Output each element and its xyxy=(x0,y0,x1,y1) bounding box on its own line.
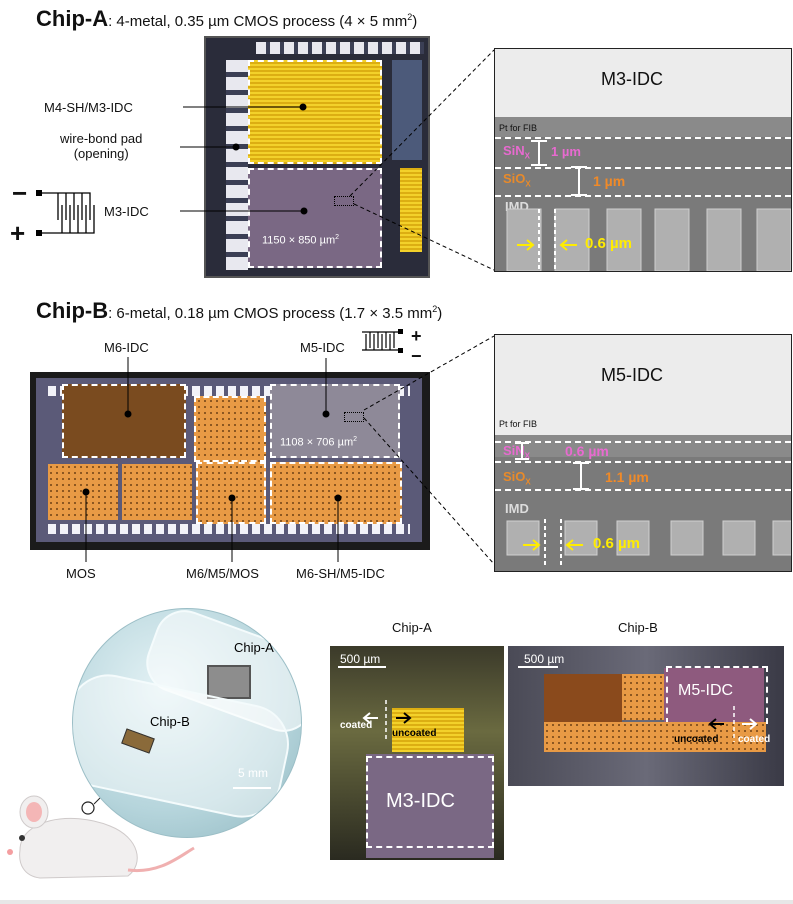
chip-b-pad-block-3 xyxy=(122,464,192,520)
chip-a-heading: Chip-A: 4-metal, 0.35 µm CMOS process (4… xyxy=(36,6,417,32)
chip-a-heading-sup: 2 xyxy=(407,12,413,22)
chip-a-fib-site xyxy=(334,196,354,206)
panel-b-coated: coated xyxy=(738,734,771,745)
chip-a-name: Chip-A xyxy=(36,6,109,31)
chip-b-label-m6m5mos: M6/M5/MOS xyxy=(186,566,259,581)
chip-a-sem-sinx: SiNX xyxy=(503,143,531,161)
mouse-illustration xyxy=(7,779,195,879)
panel-b-title: Chip-B xyxy=(618,620,658,635)
panel-a-coated: coated xyxy=(340,720,373,731)
panel-a-arrows xyxy=(362,700,412,740)
chip-a-m4-shield xyxy=(248,60,382,164)
photo-scale-label: 5 mm xyxy=(238,766,268,780)
chip-a-side-strip xyxy=(400,168,422,252)
implant-photo xyxy=(72,608,302,838)
chip-a-plus: + xyxy=(10,218,26,248)
panel-a-idc-area xyxy=(366,754,494,858)
chip-a-sem-width: 0.6 µm xyxy=(585,235,632,252)
chip-a-pad-column xyxy=(226,60,248,270)
scale-bar xyxy=(233,787,271,789)
chip-b-m5-idc-area xyxy=(270,384,400,458)
chip-a-area-text: 1150 × 850 µm2 xyxy=(262,234,340,247)
panel-b-uncoated: uncoated xyxy=(674,734,719,745)
chip-a-die-photo: 1150 × 850 µm2 xyxy=(204,36,430,278)
chip-a-label-m4sh: M4-SH/M3-IDC xyxy=(44,100,133,115)
chip-b-label-mos: MOS xyxy=(66,566,96,581)
chip-b-sem-title: M5-IDC xyxy=(601,365,663,385)
photo-label-chip-b: Chip-B xyxy=(150,714,190,729)
chip-a-label-pad: wire-bond pad(opening) xyxy=(60,131,143,161)
chip-b-sem-image: M5-IDC Pt for FIB SiNX SiOX IMD M5 0.6 µ… xyxy=(494,334,792,572)
panel-b-scale: 500 µm xyxy=(524,652,565,666)
chip-b-heading-text: : 6-metal, 0.18 µm CMOS process (1.7 × 3… xyxy=(108,305,433,322)
chip-b-die-photo: 1108 × 706 µm2 xyxy=(30,372,430,550)
panel-b-idc-area xyxy=(664,668,764,722)
chip-a-pad-row xyxy=(256,42,424,54)
chip-b-heading: Chip-B: 6-metal, 0.18 µm CMOS process (1… xyxy=(36,298,442,324)
chip-b-plus: + xyxy=(411,326,422,346)
panel-a-title: Chip-A xyxy=(392,620,432,635)
chip-b-pad-block-4 xyxy=(196,462,266,524)
chip-b-pad-block-1 xyxy=(194,396,266,462)
chip-b-sem-siox: SiOX xyxy=(503,469,531,487)
chip-a-heading-text: : 4-metal, 0.35 µm CMOS process (4 × 5 m… xyxy=(108,13,408,30)
chip-b-sem-sinx: SiNX xyxy=(503,443,531,461)
chip-a-right-block xyxy=(392,60,422,160)
chip-a-leaders xyxy=(36,49,495,271)
chip-b-area-text: 1108 × 706 µm2 xyxy=(280,436,358,449)
chip-a-sem-t1: 1 µm xyxy=(551,144,581,159)
chip-b-label-m6: M6-IDC xyxy=(104,340,149,355)
chip-a-sem-siox: SiOX xyxy=(503,171,531,189)
chip-a-heading-end: ) xyxy=(412,13,418,30)
chip-b-sem-t2: 1.1 µm xyxy=(605,469,649,485)
panel-a-scale: 500 µm xyxy=(340,652,381,666)
chip-b-heading-end: ) xyxy=(437,305,443,322)
chip-b-leaders xyxy=(82,329,495,565)
chip-b-minus: − xyxy=(411,346,422,366)
chip-b-m6-shield xyxy=(270,462,402,524)
chip-b-m6-idc-area xyxy=(62,384,186,458)
chip-b-fib-site xyxy=(344,412,364,422)
chip-a-sem-pt: Pt for FIB xyxy=(499,123,538,133)
chip-a-sem-title: M3-IDC xyxy=(601,69,663,89)
chip-b-sem-t1: 0.6 µm xyxy=(565,443,609,459)
chip-b-sem-imd: IMD xyxy=(505,501,529,516)
chip-a-label-idc: M3-IDC xyxy=(104,204,149,219)
panel-b-image xyxy=(508,646,784,786)
panel-b-scale-bar xyxy=(518,666,558,668)
panel-a-idc-label: M3-IDC xyxy=(386,790,455,812)
panel-a-scale-bar xyxy=(338,666,386,668)
chip-a-implant xyxy=(207,665,251,699)
chip-b-sem-pt: Pt for FIB xyxy=(499,419,538,429)
chip-b-sem-width: 0.6 µm xyxy=(593,535,640,552)
chip-b-name: Chip-B xyxy=(36,298,109,323)
chip-b-heading-sup: 2 xyxy=(432,304,438,314)
panel-a-image xyxy=(330,646,504,860)
chip-a-minus: − xyxy=(12,178,28,208)
chip-b-pad-row-bottom xyxy=(48,524,410,534)
photo-label-chip-a: Chip-A xyxy=(234,640,274,655)
chip-b-label-m6sh: M6-SH/M5-IDC xyxy=(296,566,385,581)
panel-b-idc-label: M5-IDC xyxy=(678,682,734,699)
chip-b-pad-row-top xyxy=(48,386,410,396)
chip-b-label-m5: M5-IDC xyxy=(300,340,345,355)
panel-b-arrows xyxy=(708,706,758,742)
chip-a-sem-image: M3-IDC Pt for FIB SiNX SiOX IMD M3 1 µm … xyxy=(494,48,792,272)
chip-a-sem-t2: 1 µm xyxy=(593,173,626,189)
chip-a-m3-idc-area xyxy=(248,168,382,268)
chip-b-sem-marks xyxy=(506,442,791,565)
bottom-border xyxy=(0,900,793,904)
panel-a-uncoated: uncoated xyxy=(392,728,437,739)
chip-a-sem-marks xyxy=(506,140,791,271)
